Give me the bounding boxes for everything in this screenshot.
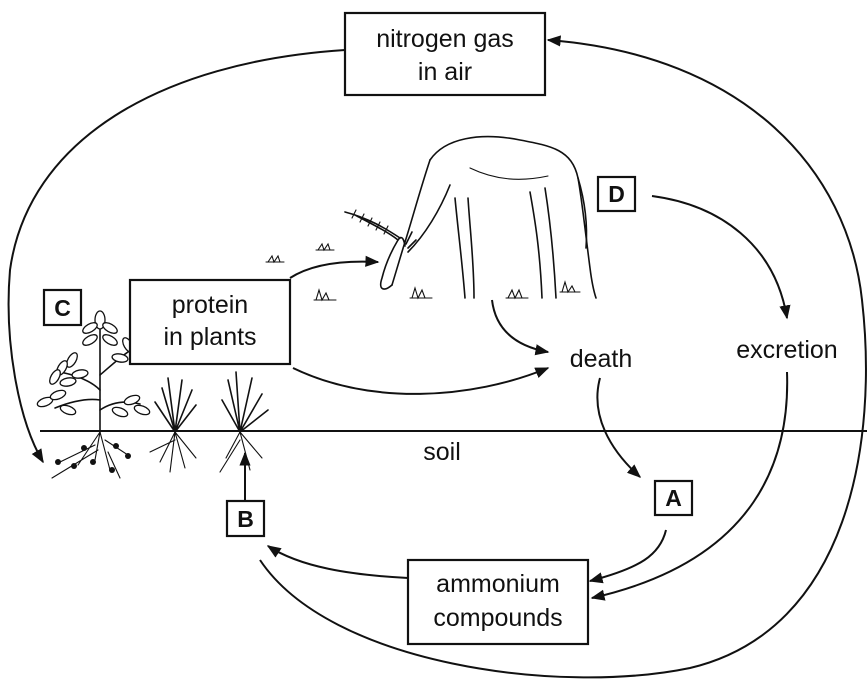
arrow-protein-to-death bbox=[293, 368, 548, 394]
arrow-death-to-a bbox=[597, 378, 640, 477]
letter-box-b: B bbox=[227, 501, 264, 536]
arrow-d-to-excretion bbox=[652, 196, 787, 318]
nitrogen-gas-label: nitrogen gas bbox=[376, 25, 514, 53]
letter-a: A bbox=[665, 485, 682, 511]
grass-tufts-illustration bbox=[266, 244, 580, 300]
ammonium-label: ammonium bbox=[436, 570, 560, 598]
soil-label: soil bbox=[423, 438, 461, 466]
arrow-animal-to-death bbox=[492, 300, 548, 352]
in-plants-label: in plants bbox=[163, 323, 256, 351]
death-label: death bbox=[570, 345, 633, 373]
letter-c: C bbox=[54, 295, 71, 321]
arrow-a-to-ammonium bbox=[590, 530, 666, 581]
letter-d: D bbox=[608, 181, 625, 207]
arrow-nitrogen-to-plant-c bbox=[9, 50, 345, 462]
compounds-label: compounds bbox=[433, 604, 562, 632]
letter-box-c: C bbox=[44, 290, 81, 325]
excretion-label: excretion bbox=[736, 336, 837, 364]
protein-label: protein bbox=[172, 291, 248, 319]
antelope-illustration bbox=[345, 137, 596, 298]
protein-in-plants-box: protein in plants bbox=[130, 280, 290, 364]
letter-box-a: A bbox=[655, 481, 692, 515]
in-air-label: in air bbox=[418, 58, 472, 86]
letter-box-d: D bbox=[598, 177, 635, 211]
letter-b: B bbox=[237, 506, 254, 532]
arrow-ammonium-to-b bbox=[268, 546, 408, 578]
nitrogen-gas-box: nitrogen gas in air bbox=[345, 13, 545, 95]
ammonium-compounds-box: ammonium compounds bbox=[408, 560, 588, 644]
arrow-protein-to-animal bbox=[290, 262, 378, 278]
grass-plant-illustration bbox=[150, 378, 196, 472]
